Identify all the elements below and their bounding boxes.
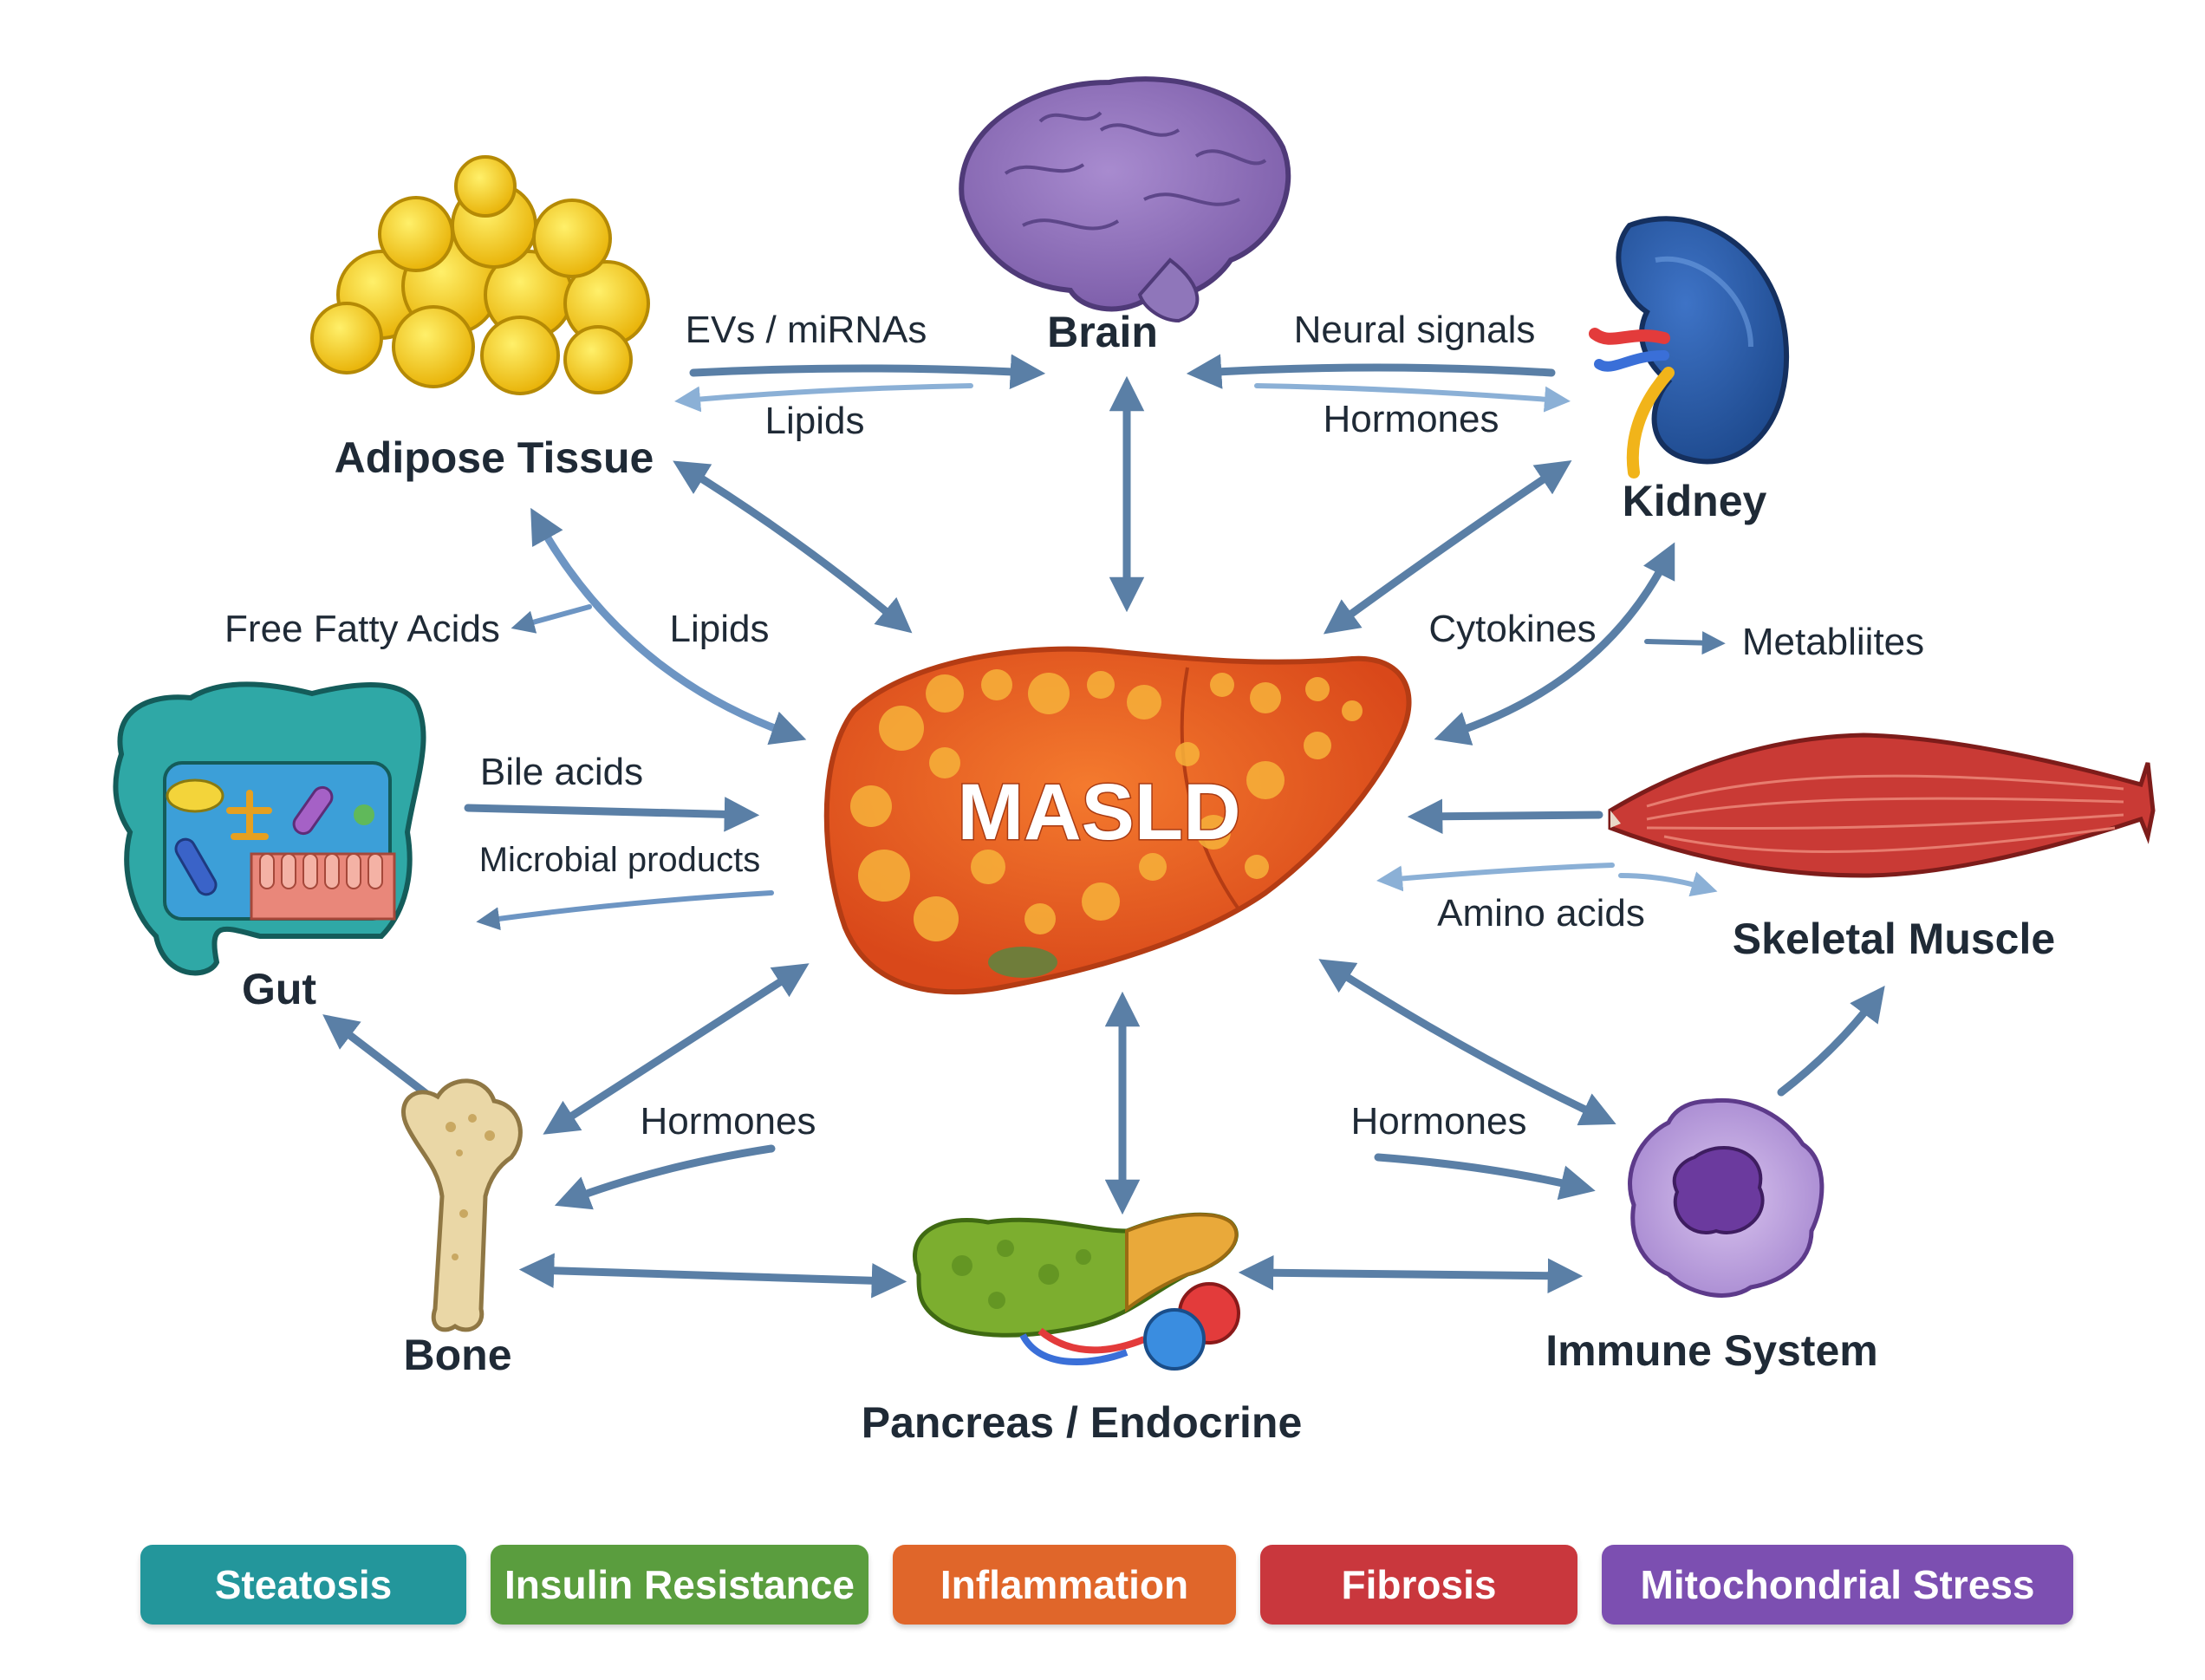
signal-neural-label: Neural signals xyxy=(1294,309,1536,351)
arrow-pancreas-immune xyxy=(1238,1255,1584,1293)
pancreas-label: Pancreas / Endocrine xyxy=(862,1398,1303,1447)
signal-lipids-mid-label: Lipids xyxy=(670,608,770,650)
signal-lipids-top-label: Lipids xyxy=(765,400,865,442)
kidney-label: Kidney xyxy=(1623,477,1767,525)
arrow-gut-liver xyxy=(464,797,760,832)
arrow-adipose-liver-lipids xyxy=(530,507,807,746)
legend-fibrosis: Fibrosis xyxy=(1260,1545,1577,1625)
arrow-adipose-brain xyxy=(689,354,1046,389)
arrow-brain-kidney xyxy=(1254,383,1571,413)
legend-label: Insulin Resistance xyxy=(504,1562,855,1607)
signal-labels: EVs / miRNAs Lipids Neural signals Hormo… xyxy=(224,309,1924,1143)
signal-bile-label: Bile acids xyxy=(480,751,643,793)
signal-cytokines-label: Cytokines xyxy=(1428,608,1596,650)
signal-hormones-immune-label: Hormones xyxy=(1351,1100,1527,1143)
arrow-kidney-liver xyxy=(1323,460,1572,635)
center-label: MASLD xyxy=(957,768,1240,856)
arrow-adipose-liver xyxy=(673,460,913,634)
arrow-liver-gut xyxy=(476,890,774,931)
immune-cell-illustration xyxy=(1628,1097,1824,1298)
arrow-hormones-immune xyxy=(1374,1153,1596,1201)
brain-illustration xyxy=(959,76,1291,323)
legend-mitochondrial-stress: Mitochondrial Stress xyxy=(1602,1545,2073,1625)
muscle-label: Skeletal Muscle xyxy=(1733,915,2055,963)
liver-illustration: MASLD xyxy=(823,646,1412,995)
adipose-illustration xyxy=(310,155,650,395)
kidney-illustration xyxy=(1589,216,1790,479)
arrow-muscle-liver xyxy=(1407,798,1603,835)
muscle-illustration xyxy=(1608,733,2156,878)
legend-insulin-resistance: Insulin Resistance xyxy=(491,1545,868,1625)
signal-evs-label: EVs / miRNAs xyxy=(686,309,927,351)
legend-label: Steatosis xyxy=(214,1562,393,1607)
arrow-amino-left xyxy=(1376,863,1615,892)
arrow-amino-right xyxy=(1618,871,1718,897)
signal-amino-label: Amino acids xyxy=(1437,892,1645,934)
arrow-kidney-liver-cytokines xyxy=(1434,542,1675,746)
signal-hormones-bone-label: Hormones xyxy=(641,1100,816,1143)
signal-ffa-label: Free Fatty Acids xyxy=(224,608,500,650)
immune-label: Immune System xyxy=(1545,1326,1877,1375)
legend-label: Fibrosis xyxy=(1341,1562,1497,1607)
signal-microbial-label: Microbial products xyxy=(479,841,761,879)
arrow-hormones-bone xyxy=(554,1144,776,1210)
legend-inflammation: Inflammation xyxy=(893,1545,1236,1625)
arrow-liver-bone xyxy=(543,963,810,1135)
arrow-liver-immune xyxy=(1318,959,1616,1126)
gut-illustration xyxy=(113,681,426,976)
arrow-brain-adipose xyxy=(674,383,973,413)
arrow-bone-pancreas xyxy=(518,1253,907,1299)
arrow-immune-muscle xyxy=(1777,986,1885,1097)
arrow-bone-gut xyxy=(322,1014,438,1104)
pancreas-illustration xyxy=(913,1212,1240,1371)
arrow-metabolites xyxy=(1644,631,1726,655)
signal-hormones-kidney-label: Hormones xyxy=(1324,398,1499,440)
bone-label: Bone xyxy=(404,1331,512,1379)
arrow-ffa xyxy=(511,604,592,634)
signal-arrows xyxy=(322,354,1885,1299)
legend-label: Inflammation xyxy=(940,1562,1189,1607)
legend-label: Mitochondrial Stress xyxy=(1640,1562,2035,1607)
legend-steatosis: Steatosis xyxy=(140,1545,466,1625)
signal-metabolites-label: Metabliites xyxy=(1742,621,1924,663)
adipose-label: Adipose Tissue xyxy=(335,433,654,482)
gut-label: Gut xyxy=(242,965,316,1013)
bone-illustration xyxy=(400,1078,523,1332)
arrow-kidney-brain xyxy=(1186,354,1556,389)
brain-label: Brain xyxy=(1047,308,1158,356)
